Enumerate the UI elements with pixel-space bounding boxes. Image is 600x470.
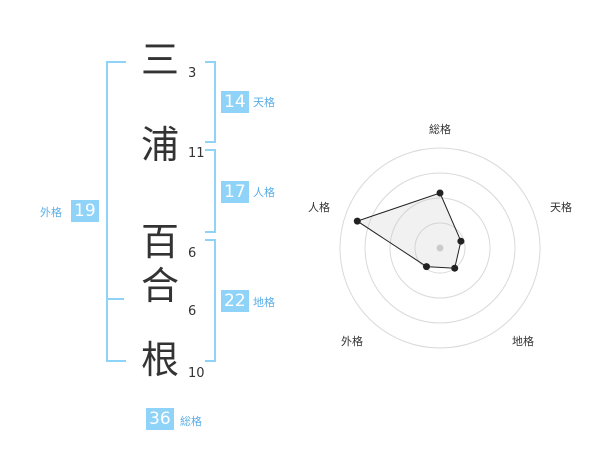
radar-point-2 — [457, 237, 465, 245]
gaikaku-label: 外格 — [40, 206, 62, 219]
jinkaku-bracket — [205, 149, 216, 233]
radar-polygon — [356, 192, 462, 269]
soukaku-value: 36 — [146, 408, 174, 430]
radar-point-1 — [436, 189, 444, 197]
jinkaku-label: 人格 — [253, 186, 275, 199]
radar-ring-2 — [389, 197, 491, 299]
radar-point-3 — [451, 264, 459, 272]
stroke-count-4: 6 — [188, 304, 197, 319]
stroke-count-5: 10 — [188, 366, 205, 381]
jinkaku-value: 17 — [221, 181, 249, 203]
chikaku-bracket — [205, 239, 216, 362]
radar-ring-4 — [339, 147, 541, 349]
stroke-count-3: 6 — [188, 246, 197, 261]
chikaku-value: 22 — [221, 290, 249, 312]
radar-ring-1 — [414, 222, 466, 274]
radar-center — [436, 244, 444, 252]
soukaku-label: 総格 — [180, 415, 202, 428]
gaikaku-value: 19 — [71, 200, 99, 222]
tenkaku-value: 14 — [221, 91, 249, 113]
gaikaku-bracket — [106, 61, 126, 362]
tenkaku-label: 天格 — [253, 96, 275, 109]
stroke-count-1: 3 — [188, 66, 197, 81]
radar-point-4 — [423, 263, 430, 271]
stroke-count-2: 11 — [188, 146, 205, 161]
tenkaku-bracket — [205, 61, 216, 143]
radar-ring-3 — [364, 172, 516, 324]
radar-point-5 — [353, 217, 361, 225]
chikaku-label: 地格 — [253, 296, 275, 309]
gaikaku-bracket-mid — [106, 298, 124, 300]
